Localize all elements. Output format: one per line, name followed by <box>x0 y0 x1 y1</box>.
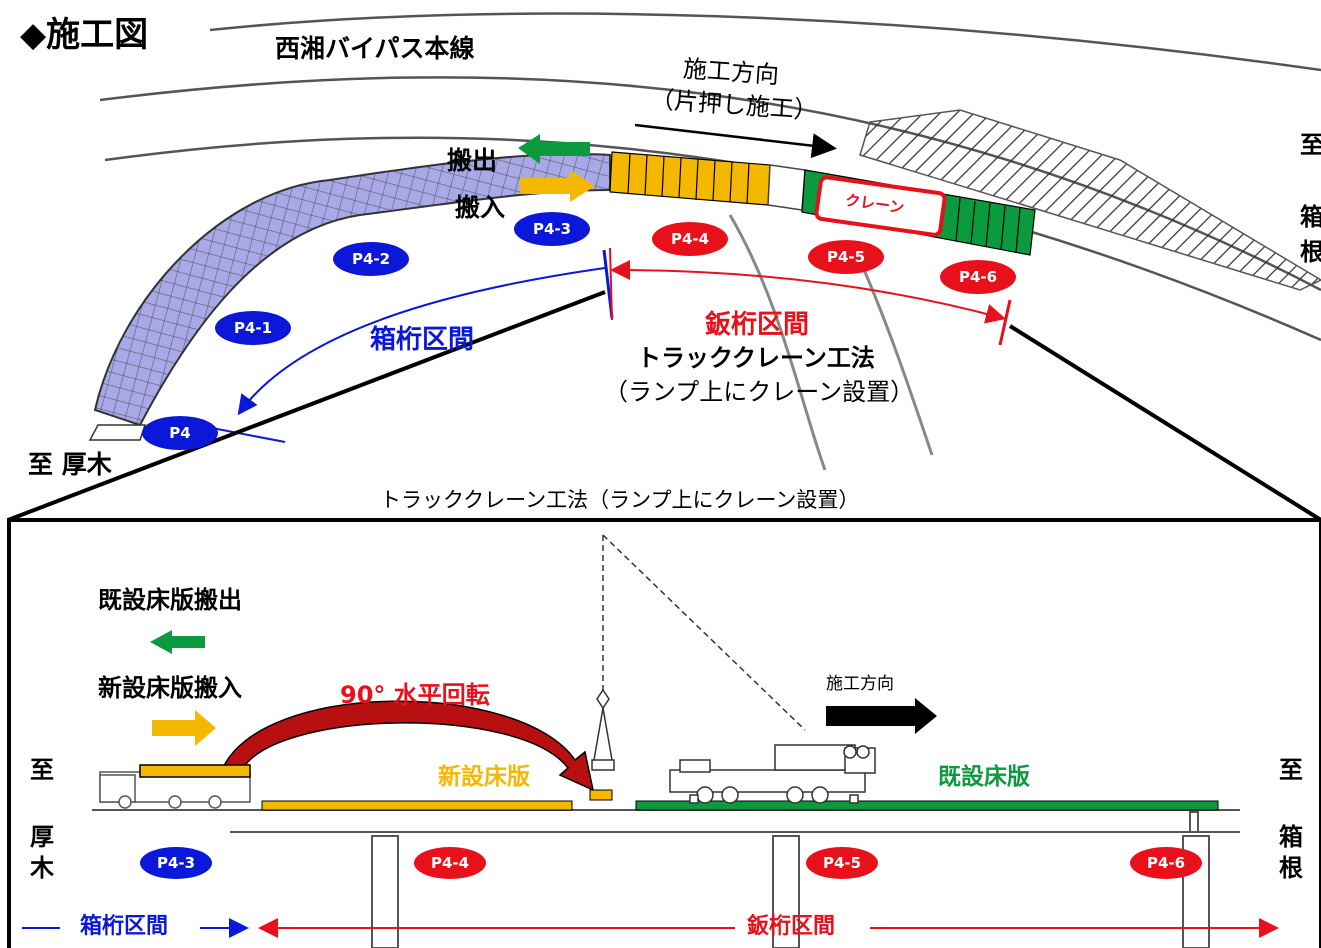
detail-to-left-1: 至 <box>30 756 54 784</box>
carry-out-arrow <box>518 134 590 164</box>
detail-to-left-2: 厚 <box>30 823 54 851</box>
detail-to-right-3: 根 <box>1279 854 1303 882</box>
section-caption: トラッククレーン工法（ランプ上にクレーン設置） <box>380 488 860 512</box>
delivery-truck <box>99 764 251 809</box>
pier-p4-2: P4-2 <box>333 242 409 276</box>
detail-direction-arrow <box>826 698 937 734</box>
method-label: トラッククレーン工法 <box>637 344 875 372</box>
detail-rotation-label: 90° 水平回転 <box>340 681 490 709</box>
detail-pier-p4-6: P4-6 <box>1130 847 1202 879</box>
pier-p4-1: P4-1 <box>215 311 291 345</box>
detail-plate-section-label: 鈑桁区間 <box>747 914 836 939</box>
pier-p4-5: P4-5 <box>808 240 884 274</box>
carry-out-label: 搬出 <box>447 146 498 175</box>
pier-p4-line <box>211 427 286 443</box>
detail-to-right-1: 至 <box>1279 756 1303 784</box>
crane-boom <box>602 534 806 731</box>
to-hakone-top-2: 箱 <box>1300 203 1321 231</box>
detail-existing-out-label: 既設床版搬出 <box>98 586 242 614</box>
method-note-label: （ランプ上にクレーン設置） <box>604 378 915 406</box>
crane-sling <box>591 707 615 771</box>
detail-existing-slab-label: 既設床版 <box>938 764 1030 790</box>
existing-slab-row <box>635 800 1219 811</box>
ramp-end <box>88 424 147 441</box>
gap-segment <box>767 164 806 211</box>
lifted-slab <box>589 789 613 801</box>
detail-carry-in-arrow <box>152 710 216 746</box>
hatched-area <box>859 109 1321 291</box>
pier-p4: P4 <box>142 416 218 450</box>
detail-carry-out-arrow <box>150 630 205 654</box>
to-hakone-top-3: 根 <box>1300 238 1321 266</box>
detail-new-in-label: 新設床版搬入 <box>98 674 242 702</box>
pier-p4-6: P4-6 <box>940 260 1016 294</box>
box-girder-section-label: 箱桁区間 <box>370 325 475 355</box>
detail-to-left-3: 木 <box>30 854 54 882</box>
detail-box-section-label: 箱桁区間 <box>80 914 169 939</box>
detail-direction-label: 施工方向 <box>826 674 894 694</box>
new-slab-row <box>261 800 573 811</box>
plate-girder-section-label: 鈑桁区間 <box>705 310 810 340</box>
zoom-lines <box>7 290 1321 522</box>
detail-to-right-2: 箱 <box>1279 823 1303 851</box>
rotation-arrow <box>220 700 595 792</box>
detail-new-slab-label: 新設床版 <box>438 764 530 790</box>
carry-in-arrow <box>520 170 595 202</box>
carry-in-label: 搬入 <box>455 193 506 222</box>
page-title: ◆施工図 <box>20 15 149 55</box>
crane-box <box>814 175 947 237</box>
section-end-red <box>998 299 1012 346</box>
to-atsugi-top: 至 厚木 <box>28 450 112 479</box>
pier-p4-4: P4-4 <box>652 222 728 256</box>
crane-truck <box>669 744 876 804</box>
to-hakone-top-1: 至 <box>1300 131 1321 159</box>
pier-p4-3: P4-3 <box>514 212 590 246</box>
direction-arrow-top <box>634 123 837 159</box>
box-girder-arrow <box>237 267 606 416</box>
plate-girder-arrow <box>610 260 1006 324</box>
main-line-label: 西湘バイパス本線 <box>275 34 475 63</box>
detail-pier-p4-5: P4-5 <box>806 847 878 879</box>
direction-top-line1: 施工方向 <box>682 54 780 90</box>
detail-pier-p4-4: P4-4 <box>414 847 486 879</box>
detail-frame <box>7 518 1321 948</box>
box-girder-ramp <box>93 153 611 427</box>
detail-pier-p4-3: P4-3 <box>140 847 212 879</box>
new-slab-segments <box>609 151 771 206</box>
